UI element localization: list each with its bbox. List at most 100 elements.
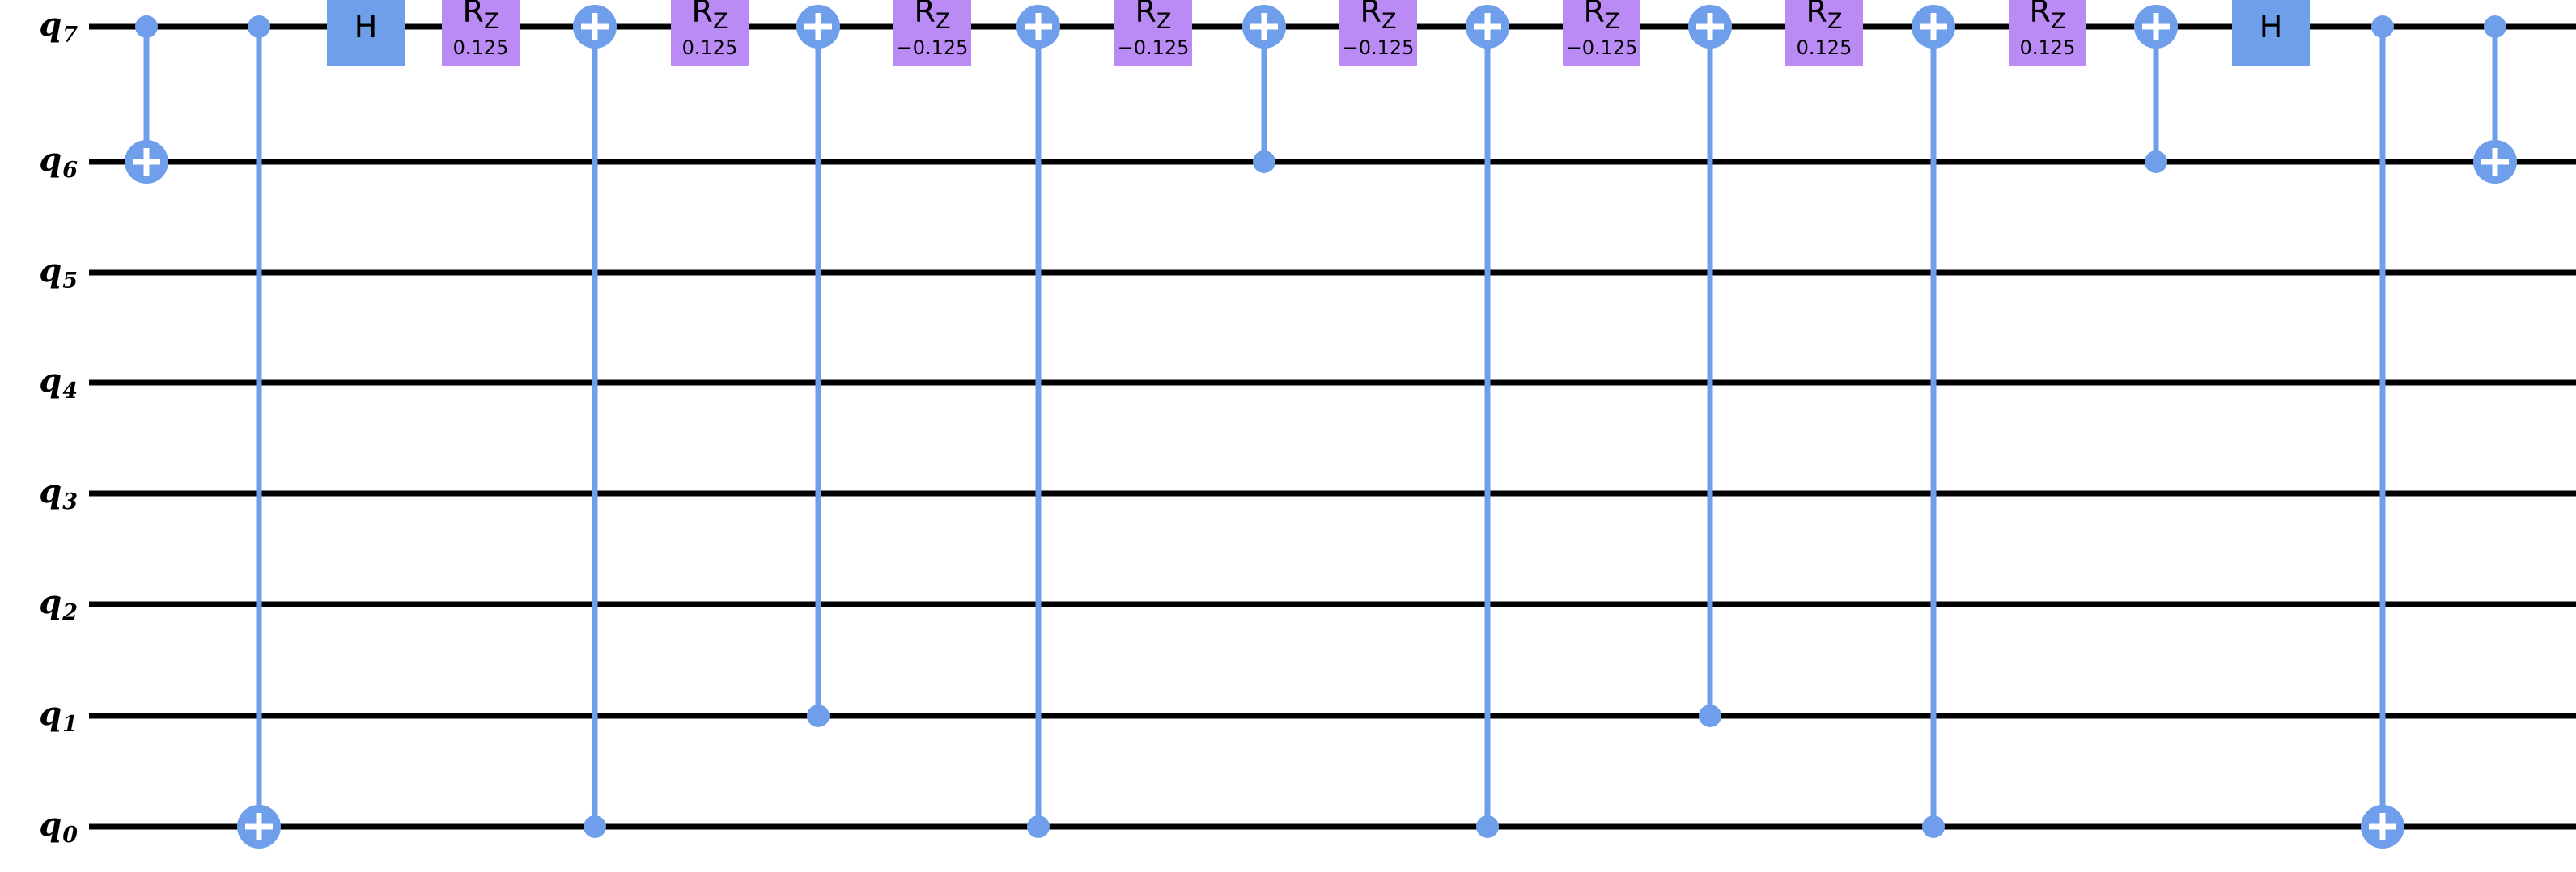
- gate-symbol-subscript: Z: [1604, 9, 1620, 35]
- gate-symbol: RZ: [1806, 0, 1843, 32]
- gate-symbol-subscript: Z: [1381, 9, 1397, 35]
- qubit-label-subscript: 5: [62, 269, 78, 294]
- qubit-label-q6: q6: [39, 141, 78, 183]
- cnot-control-dot[interactable]: [248, 15, 270, 38]
- cnot-target-icon[interactable]: [796, 5, 840, 49]
- cnot-target-icon[interactable]: [1466, 5, 1509, 49]
- gate-symbol-subscript: Z: [712, 9, 728, 35]
- gate-symbol: RZ: [2030, 0, 2066, 32]
- rz-gate[interactable]: RZ−0.125: [893, 0, 971, 66]
- cnot-target-icon[interactable]: [1016, 5, 1060, 49]
- qubit-wire-q3: [89, 490, 2576, 497]
- gate-parameter: 0.125: [681, 36, 738, 60]
- gate-symbol: H: [354, 11, 378, 42]
- gate-symbol: RZ: [1584, 0, 1620, 32]
- cnot-control-dot[interactable]: [135, 15, 158, 38]
- cnot-connector: [2153, 27, 2159, 162]
- cnot-control-dot[interactable]: [2484, 15, 2506, 38]
- gate-symbol-base: R: [914, 0, 936, 29]
- qubit-label-base: q: [39, 140, 62, 179]
- gate-symbol: RZ: [1360, 0, 1397, 32]
- qubit-label-base: q: [39, 582, 62, 621]
- cnot-connector: [143, 27, 150, 162]
- qubit-wire-q5: [89, 269, 2576, 276]
- gate-symbol-base: H: [2259, 9, 2283, 44]
- gate-parameter: −0.125: [1117, 36, 1190, 60]
- cnot-target-icon[interactable]: [2473, 140, 2517, 184]
- cnot-target-icon[interactable]: [2361, 805, 2404, 849]
- gate-symbol-subscript: Z: [1156, 9, 1172, 35]
- cnot-connector: [592, 27, 598, 827]
- gate-symbol-base: H: [354, 9, 378, 44]
- gate-parameter: −0.125: [1565, 36, 1638, 60]
- qubit-label-base: q: [39, 805, 62, 844]
- qubit-label-base: q: [39, 251, 62, 290]
- gate-parameter: 0.125: [2019, 36, 2076, 60]
- cnot-connector: [1484, 27, 1491, 827]
- cnot-control-dot[interactable]: [1253, 150, 1275, 173]
- cnot-control-dot[interactable]: [1476, 815, 1499, 838]
- hadamard-gate[interactable]: H: [327, 0, 405, 66]
- qubit-label-base: q: [39, 694, 62, 733]
- gate-symbol-subscript: Z: [935, 9, 951, 35]
- gate-symbol-subscript: Z: [483, 9, 499, 35]
- gate-symbol: RZ: [915, 0, 951, 32]
- qubit-label-q7: q7: [39, 6, 78, 48]
- gate-symbol-base: R: [1806, 0, 1827, 29]
- qubit-label-q0: q0: [39, 806, 78, 848]
- cnot-control-dot[interactable]: [2145, 150, 2167, 173]
- gate-symbol-base: R: [2029, 0, 2051, 29]
- qubit-label-q4: q4: [39, 362, 78, 404]
- gate-parameter: −0.125: [896, 36, 969, 60]
- gate-symbol-subscript: Z: [1827, 9, 1843, 35]
- gate-symbol-base: R: [1360, 0, 1381, 29]
- rz-gate[interactable]: RZ−0.125: [1339, 0, 1417, 66]
- gate-symbol-base: R: [1135, 0, 1156, 29]
- cnot-target-icon[interactable]: [573, 5, 617, 49]
- rz-gate[interactable]: RZ−0.125: [1114, 0, 1192, 66]
- gate-symbol-subscript: Z: [2050, 9, 2066, 35]
- cnot-connector: [815, 27, 821, 716]
- qubit-label-subscript: 1: [62, 712, 78, 738]
- gate-parameter: −0.125: [1342, 36, 1415, 60]
- cnot-target-icon[interactable]: [2134, 5, 2178, 49]
- gate-symbol: H: [2260, 11, 2283, 42]
- gate-symbol-base: R: [1583, 0, 1605, 29]
- qubit-label-subscript: 2: [62, 600, 78, 626]
- cnot-control-dot[interactable]: [1699, 705, 1721, 727]
- hadamard-gate[interactable]: H: [2232, 0, 2310, 66]
- cnot-control-dot[interactable]: [807, 705, 830, 727]
- gate-symbol: RZ: [1135, 0, 1172, 32]
- qubit-label-q2: q2: [39, 583, 78, 625]
- qubit-label-subscript: 6: [62, 158, 78, 184]
- cnot-connector: [1707, 27, 1713, 716]
- cnot-control-dot[interactable]: [1922, 815, 1945, 838]
- cnot-control-dot[interactable]: [2371, 15, 2394, 38]
- cnot-connector: [1930, 27, 1937, 827]
- qubit-wire-q0: [89, 823, 2576, 830]
- cnot-target-icon[interactable]: [125, 140, 168, 184]
- qubit-label-base: q: [39, 5, 62, 44]
- qubit-wire-q7: [89, 23, 2576, 30]
- cnot-control-dot[interactable]: [1027, 815, 1050, 838]
- qubit-label-q1: q1: [39, 695, 78, 737]
- cnot-control-dot[interactable]: [584, 815, 606, 838]
- cnot-connector: [1261, 27, 1267, 162]
- cnot-target-icon[interactable]: [1688, 5, 1732, 49]
- gate-symbol: RZ: [463, 0, 499, 32]
- cnot-target-icon[interactable]: [237, 805, 281, 849]
- qubit-wire-q1: [89, 713, 2576, 719]
- cnot-target-icon[interactable]: [1242, 5, 1286, 49]
- rz-gate[interactable]: RZ−0.125: [1563, 0, 1640, 66]
- gate-symbol-base: R: [462, 0, 484, 29]
- cnot-target-icon[interactable]: [1912, 5, 1955, 49]
- cnot-connector: [256, 27, 262, 827]
- qubit-wire-q2: [89, 601, 2576, 607]
- cnot-connector: [1035, 27, 1042, 827]
- cnot-connector: [2379, 27, 2386, 827]
